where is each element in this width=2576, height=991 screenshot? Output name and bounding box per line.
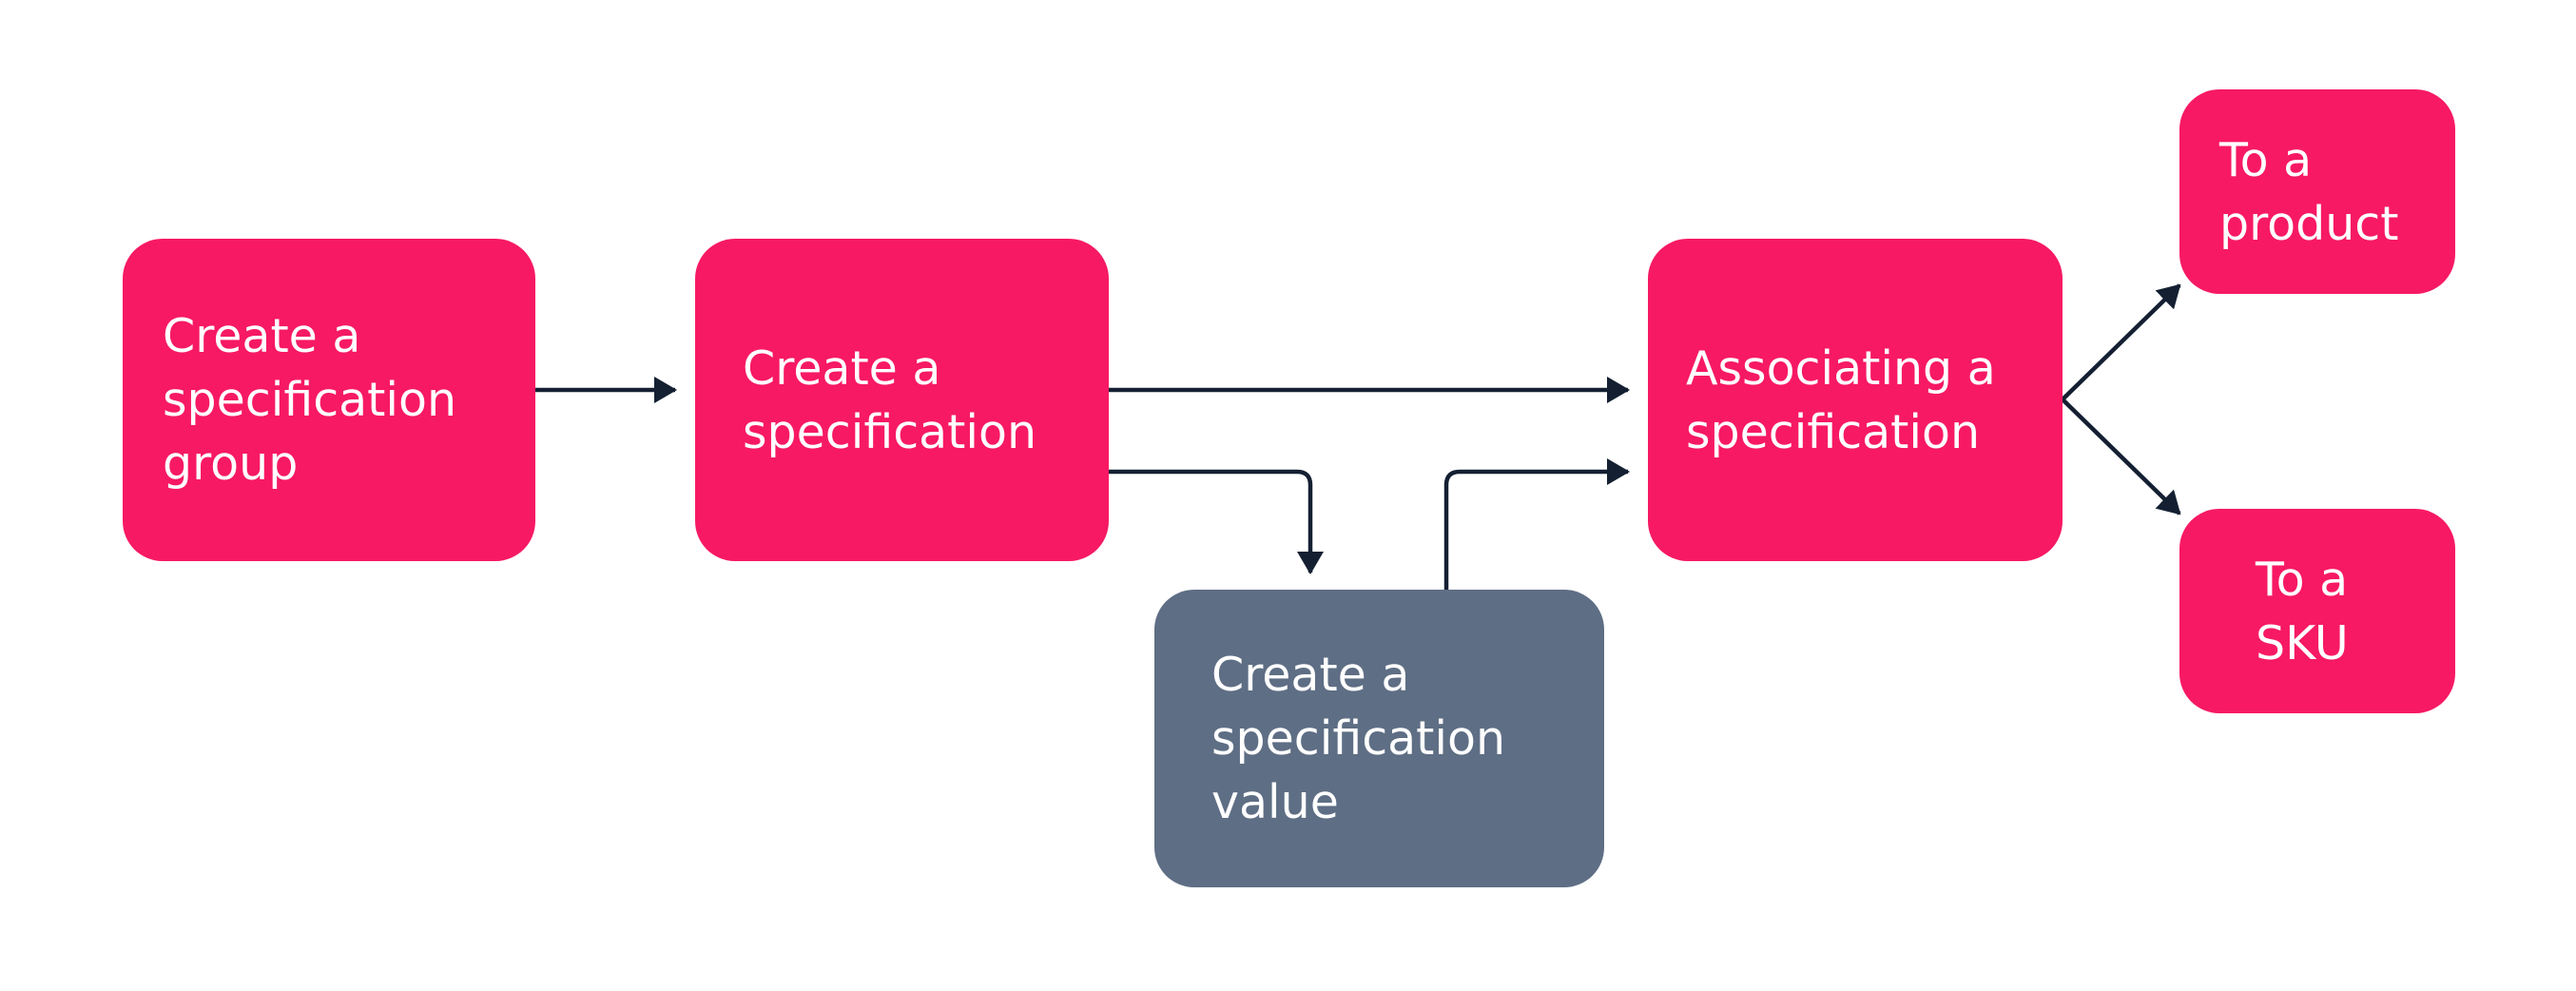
node-label-line: Create a (743, 340, 941, 396)
node-label-line: specification (163, 373, 457, 427)
node-label-line: product (2219, 196, 2399, 251)
node-label-line: SKU (2256, 615, 2349, 670)
node-label-line: Create a (1211, 648, 1410, 702)
node-to-a-product: To a product (2179, 89, 2455, 294)
node-label-line: Associating a (1686, 340, 1996, 396)
node-label-line: group (163, 437, 299, 491)
arrow-spec-to-value (1109, 469, 1324, 574)
node-label-line: specification (1211, 711, 1506, 766)
arrow-associating-to-product (2061, 283, 2181, 401)
node-create-specification-group: Create a specification group (123, 239, 535, 561)
node-create-specification: Create a specification (695, 239, 1109, 561)
node-label-line: specification (1686, 404, 1981, 459)
node-label-line: Create a (163, 309, 361, 363)
arrow-associating-to-sku (2061, 398, 2181, 515)
node-create-specification-value: Create a specification value (1154, 590, 1604, 887)
node-label-line: specification (743, 404, 1037, 459)
node-to-a-sku: To a SKU (2179, 509, 2455, 713)
node-label-line: To a (2256, 552, 2349, 607)
node-associating-specification: Associating a specification (1648, 239, 2063, 561)
node-label-line: value (1211, 775, 1339, 829)
arrow-value-to-associating (1443, 458, 1630, 590)
node-label-line: To a (2219, 132, 2313, 187)
